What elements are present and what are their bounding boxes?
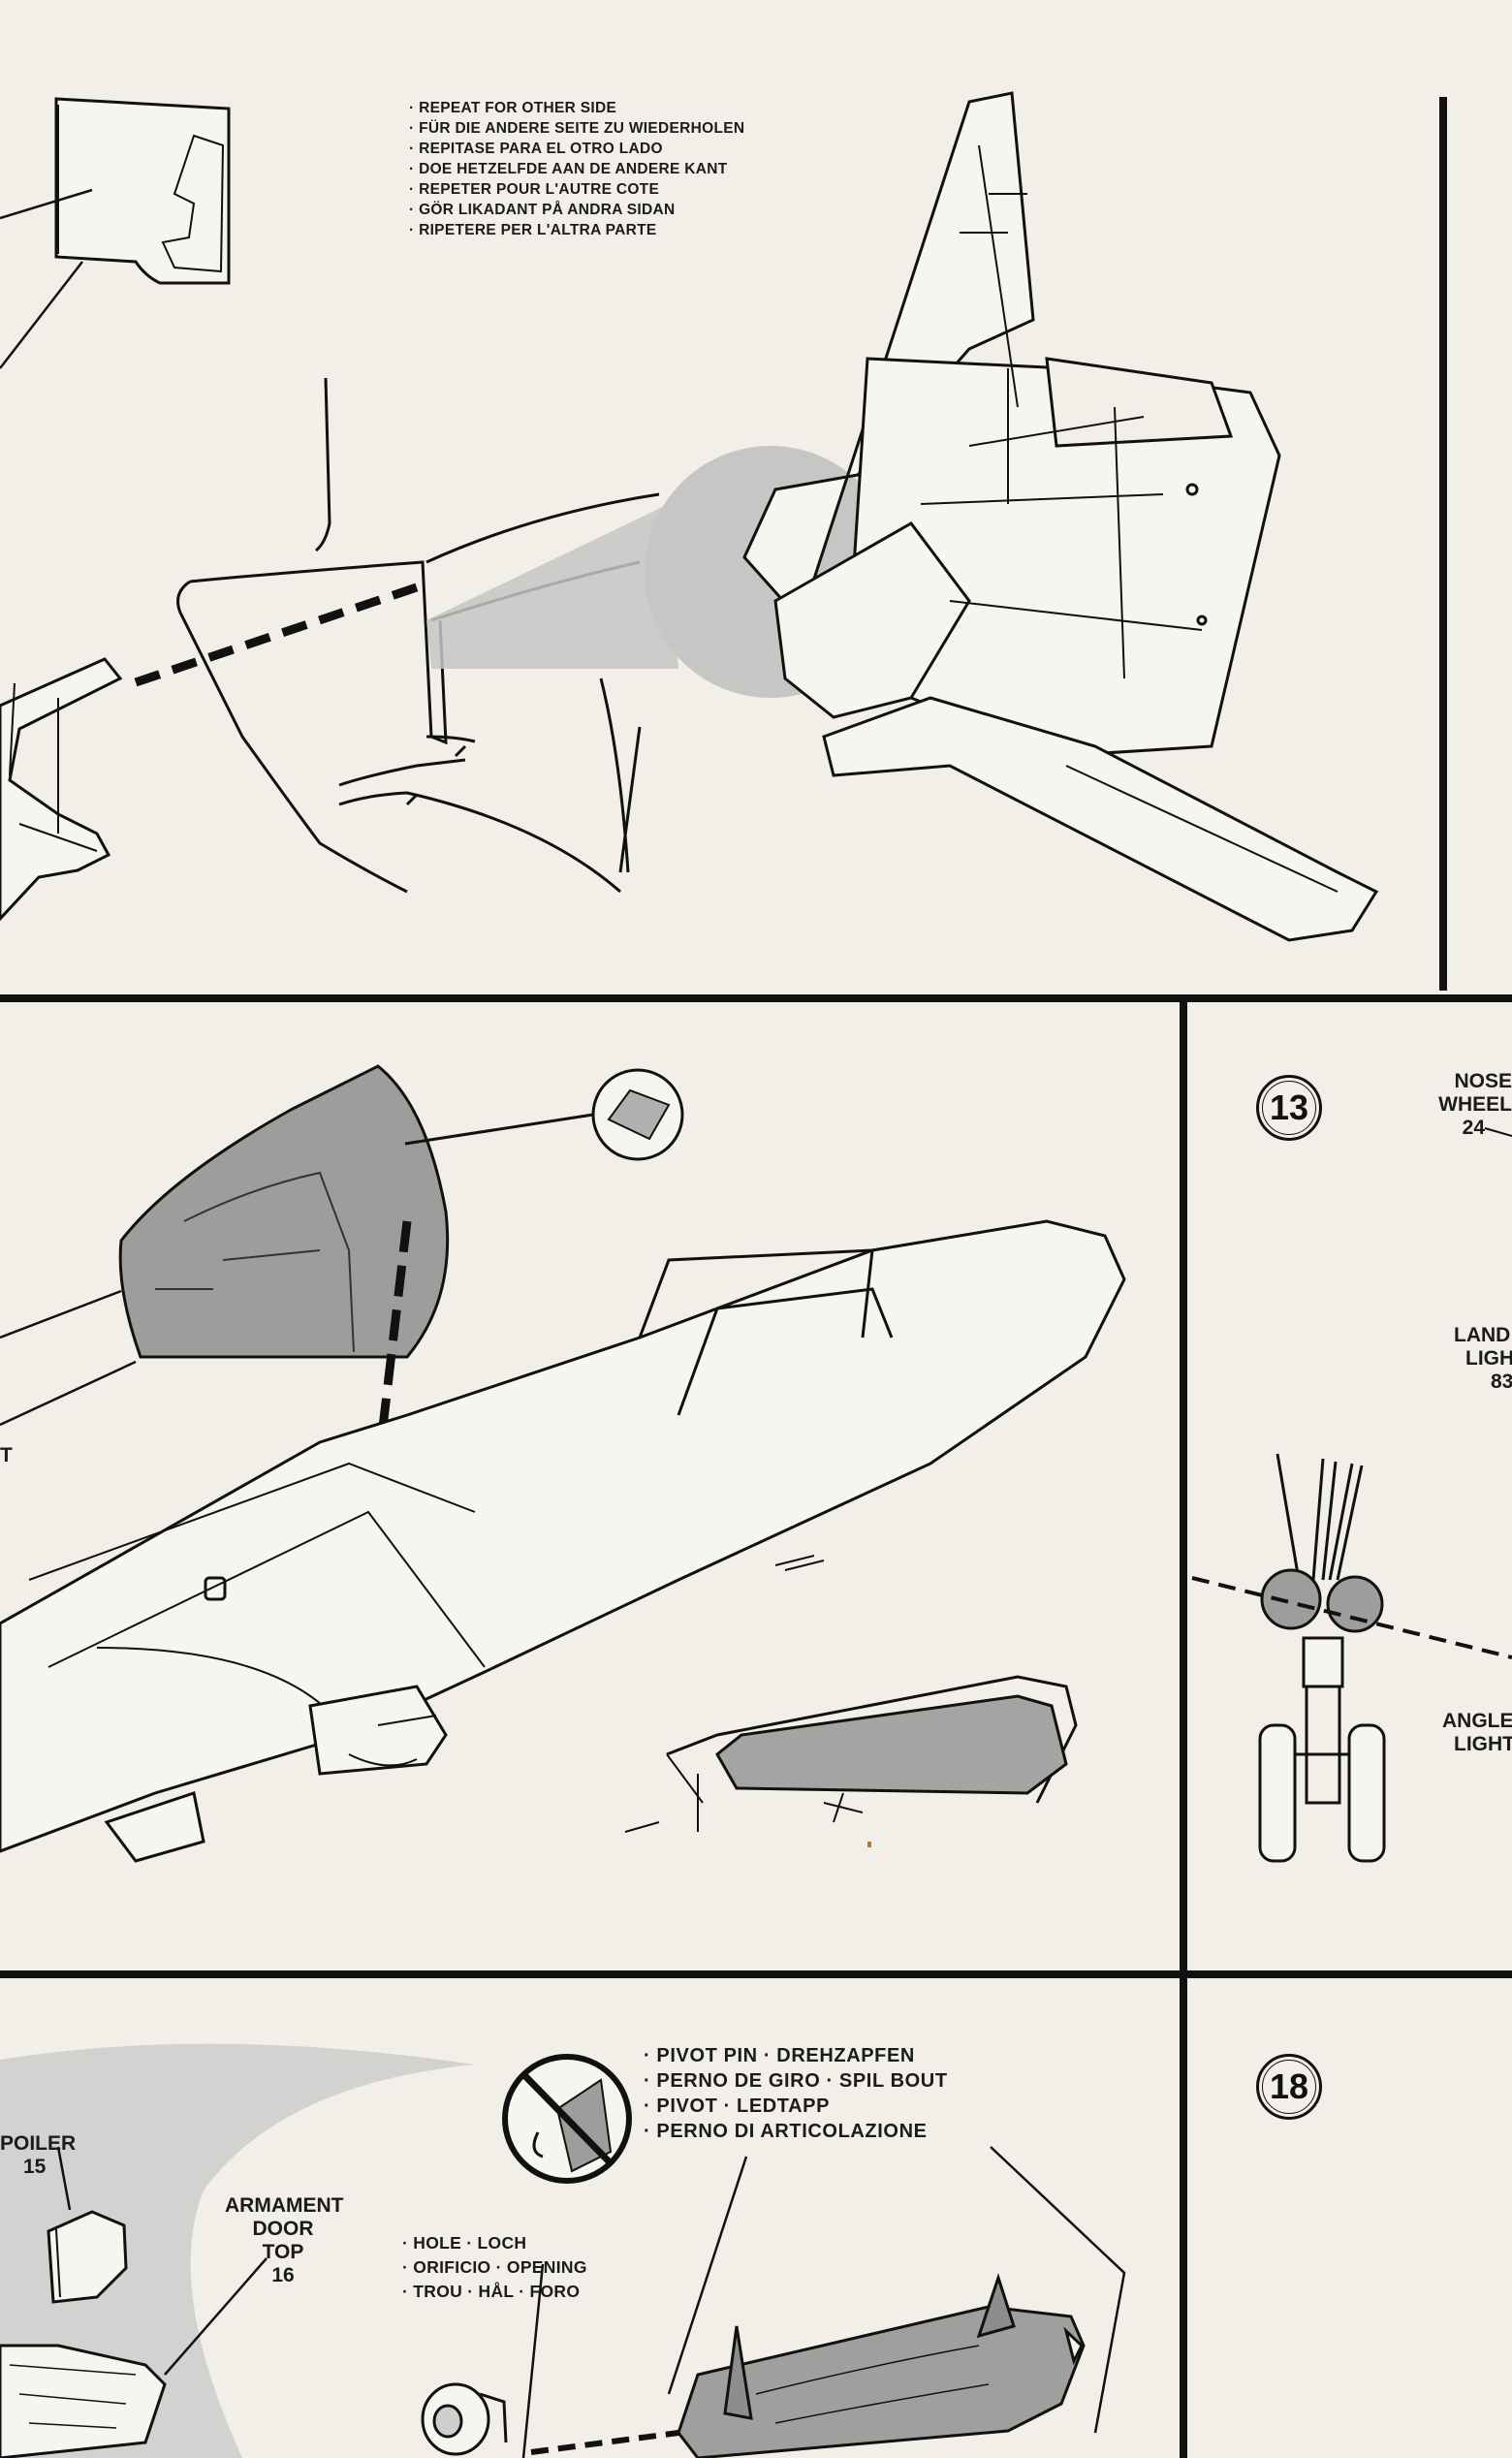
- fuselage-cockpit-section: [0, 1219, 1126, 1853]
- hole-note-line: · TROU · HÅL · FORO: [402, 2282, 581, 2301]
- nose-gear-assembly: [1191, 1453, 1512, 1863]
- left-fragment-label: T: [0, 1444, 13, 1466]
- hole-note-line: · ORIFICIO · OPENING: [402, 2257, 587, 2277]
- highlight-swoosh: [0, 2043, 475, 2458]
- armament-door-part: [0, 2257, 268, 2458]
- repeat-note-line: · FÜR DIE ANDERE SEITE ZU WIEDERHOLEN: [409, 120, 745, 137]
- panel-dividers: [0, 97, 1512, 2458]
- leader-lines-bottom: [521, 2146, 1126, 2458]
- nose-wheel-label: NOSE WHEEL 24: [1438, 1070, 1512, 1139]
- angle-light-label: ANGLE LIGHT: [1442, 1710, 1512, 1755]
- step-13-badge: 13: [1256, 1075, 1322, 1141]
- wing-part-left: [0, 657, 123, 922]
- spoiler-part: [47, 2146, 128, 2304]
- nose-wheel-leader: [1484, 1127, 1512, 1137]
- repeat-other-side-note: · REPEAT FOR OTHER SIDE · FÜR DIE ANDERE…: [409, 98, 744, 240]
- landing-light-label: LAND LIGH 83: [1454, 1324, 1512, 1393]
- canopy-part: [0, 1064, 450, 1427]
- step-18-badge: 18: [1256, 2054, 1322, 2120]
- armament-door-label: ARMAMENT DOOR TOP 16: [225, 2194, 344, 2286]
- pivot-note-line: · PIVOT PIN · DREHZAPFEN: [644, 2045, 915, 2066]
- wheel-well-detail: [624, 1675, 1078, 1833]
- pivot-note-line: · PERNO DE GIRO · SPIL BOUT: [644, 2070, 948, 2092]
- glue-highlight-wedge: [426, 504, 678, 669]
- alignment-dashes-top: [134, 583, 419, 687]
- no-glue-pivot-icon: [502, 2054, 632, 2184]
- detail-inset-top: [0, 97, 231, 369]
- bomb-bay-door-part: [677, 2273, 1086, 2458]
- pivot-note-line: · PIVOT · LEDTAPP: [644, 2096, 831, 2117]
- landing-gear-detail: [104, 1685, 448, 1863]
- pivot-pin-note: · PIVOT PIN · DREHZAPFEN · PERNO DE GIRO…: [644, 2043, 948, 2144]
- spoiler-label: POILER 15: [0, 2132, 77, 2178]
- repeat-note-line: · REPEAT FOR OTHER SIDE: [409, 100, 617, 116]
- repeat-note-line: · RIPETERE PER L'ALTRA PARTE: [409, 222, 657, 238]
- aircraft-tail-assembly: [742, 91, 1379, 942]
- wheel-part: [421, 2382, 508, 2456]
- detail-circle-clip: [404, 1068, 684, 1161]
- repeat-note-line: · GÖR LIKADANT PÅ ANDRA SIDAN: [409, 202, 676, 218]
- repeat-note-line: · REPETER POUR L'AUTRE COTE: [409, 181, 660, 198]
- stain-spot: [867, 1842, 871, 1847]
- hole-note: · HOLE · LOCH · ORIFICIO · OPENING · TRO…: [402, 2231, 587, 2304]
- pivot-note-line: · PERNO DI ARTICOLAZIONE: [644, 2121, 928, 2142]
- repeat-note-line: · REPITASE PARA EL OTRO LADO: [409, 141, 663, 157]
- hole-note-line: · HOLE · LOCH: [402, 2233, 527, 2253]
- repeat-note-line: · DOE HETZELFDE AAN DE ANDERE KANT: [409, 161, 728, 177]
